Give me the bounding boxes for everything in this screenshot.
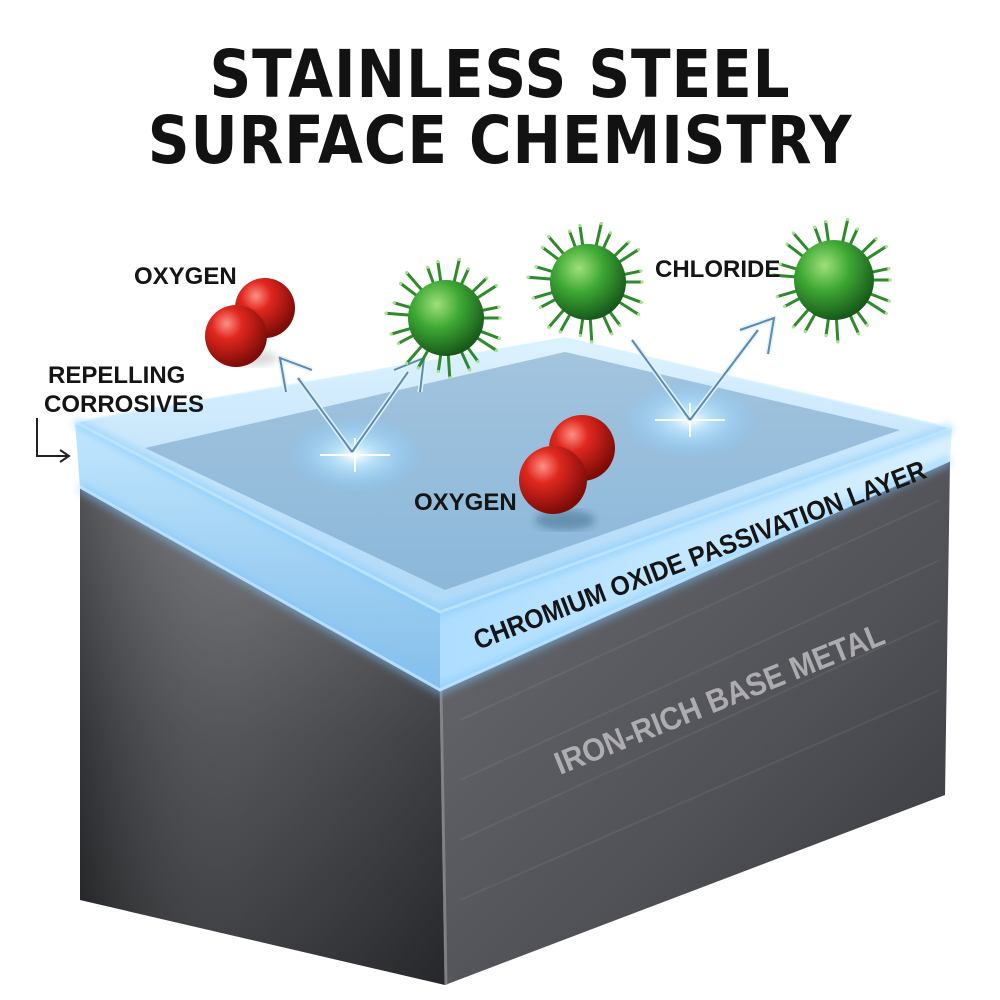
oxygen-label-top: OXYGEN: [134, 263, 237, 290]
repelling-label-line2: CORROSIVES: [44, 391, 205, 418]
chloride-label: CHLORIDE: [655, 256, 781, 283]
oxygen-molecule-center: [519, 415, 615, 530]
oxygen-molecule-top: [205, 278, 295, 367]
base-metal-right-face: [440, 460, 950, 985]
title-line-1: STAINLESS STEEL: [209, 36, 791, 113]
chloride-particle-1: [384, 257, 502, 380]
chloride-particle-2: [526, 221, 644, 344]
chloride-particle-3: [770, 217, 892, 344]
repelling-pointer-arrow: [36, 418, 71, 463]
oxygen-label-center: OXYGEN: [414, 489, 517, 516]
title-line-2: SURFACE CHEMISTRY: [147, 102, 853, 179]
chloride-particles: [384, 217, 892, 380]
repelling-label-line1: REPELLING: [48, 362, 186, 389]
